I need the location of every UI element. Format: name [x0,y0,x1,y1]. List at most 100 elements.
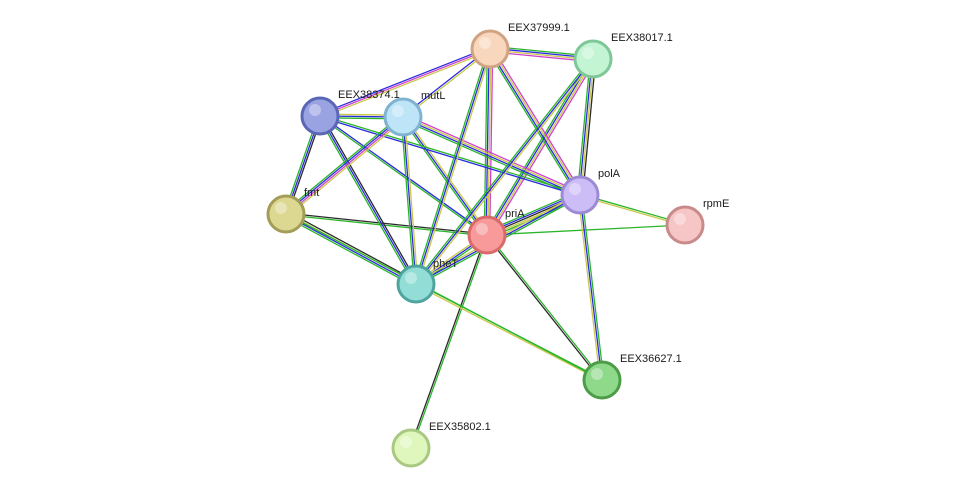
node-circle[interactable] [300,96,340,136]
edge-polA-EEX36627.1 [577,194,605,381]
node-circle[interactable] [560,175,600,215]
edge-line [483,48,488,236]
node-EEX37999.1[interactable]: EEX37999.1 [470,22,570,69]
edge-line [485,57,593,236]
edge-line [286,210,418,283]
edge-line [576,58,591,196]
node-pheT[interactable]: pheT [396,258,458,304]
node-label: EEX37999.1 [508,22,570,34]
node-circle[interactable] [470,29,510,69]
edge-line [284,115,404,214]
node-EEX36627.1[interactable]: EEX36627.1 [582,353,682,400]
edge-polA-EEX37999.1 [487,46,583,198]
node-mutL[interactable]: mutL [383,90,445,137]
node-EEX35802.1[interactable]: EEX35802.1 [391,421,491,468]
edge-line [404,116,419,285]
node-highlight [582,47,594,59]
edge-line [416,59,596,286]
node-rpmE[interactable]: rpmE [665,198,729,245]
edge-line [320,114,419,284]
edge-line [411,234,489,449]
edge-priA-EEX37999.1 [483,48,494,236]
edge-line [284,215,416,288]
edge-priA-fmt [285,212,488,237]
edge-line [319,48,491,117]
edge-priA-EEX36627.1 [485,233,604,382]
edge-line [581,194,605,381]
edge-pheT-EEX38374.1 [317,114,419,286]
edge-priA-EEX35802.1 [409,234,489,449]
node-label: EEX38374.1 [338,89,400,101]
node-circle[interactable] [665,205,705,245]
edge-line [485,48,490,236]
edge-polA-EEX38374.1 [319,114,581,197]
node-circle[interactable] [396,264,436,304]
node-circle[interactable] [383,97,423,137]
edge-line [487,233,604,381]
edge-line [318,116,488,237]
edge-line [319,114,581,195]
node-label: priA [505,208,525,220]
node-polA[interactable]: polA [560,168,621,215]
edge-line [283,114,402,213]
node-EEX38017.1[interactable]: EEX38017.1 [573,32,673,79]
node-label: mutL [421,90,445,102]
edge-pheT-EEX37999.1 [413,47,493,286]
node-EEX38374.1[interactable]: EEX38374.1 [300,89,400,136]
edge-line [413,47,489,285]
node-highlight [479,37,491,49]
edge-line [319,114,489,235]
edge-EEX38374.1-EEX37999.1 [318,46,492,119]
node-highlight [569,183,581,195]
edge-line [485,234,602,382]
node-label: rpmE [703,198,729,210]
edge-line [400,116,415,285]
edge-pheT-EEX38017.1 [413,57,596,286]
node-label: EEX38017.1 [611,32,673,44]
edge-line [319,116,581,197]
node-highlight [392,105,404,117]
edge-line [489,48,494,236]
edge-line [413,57,593,284]
node-highlight [309,104,321,116]
edge-fmt-EEX36627.1 [285,213,603,381]
node-circle[interactable] [582,360,622,400]
node-highlight [476,223,488,235]
edge-pheT-mutL [400,116,419,285]
edge-line [417,48,493,286]
edge-fmt-mutL [283,114,406,217]
edge-line [409,234,487,449]
edge-line [415,58,594,285]
node-circle[interactable] [573,39,613,79]
edge-line [415,48,491,285]
edge-line [487,49,579,198]
node-circle[interactable] [391,428,431,468]
node-label: EEX35802.1 [429,421,491,433]
node-fmt[interactable]: fmt [266,187,319,234]
edge-polA-EEX38017.1 [576,58,597,196]
edge-line [285,213,603,381]
node-highlight [405,272,417,284]
node-priA[interactable]: priA [467,208,525,255]
edge-line [487,58,595,237]
edge-line [577,194,601,381]
node-highlight [591,368,603,380]
node-circle[interactable] [266,194,306,234]
edge-line [285,212,488,235]
edge-line [285,214,488,237]
edge-line [582,58,597,196]
edge-line [487,48,492,236]
edge-layer [283,45,686,449]
edge-line [285,117,405,216]
edge-line [402,115,582,195]
edge-line [401,117,581,197]
node-highlight [674,213,686,225]
node-label: polA [598,168,621,180]
edge-line [403,113,582,194]
node-circle[interactable] [467,215,507,255]
node-layer: priA polA pheT fmt mutL EEX38374.1 EEX37999.1E… [266,22,729,468]
edge-line [580,58,595,196]
node-label: pheT [433,258,458,270]
edge-line [287,118,406,217]
